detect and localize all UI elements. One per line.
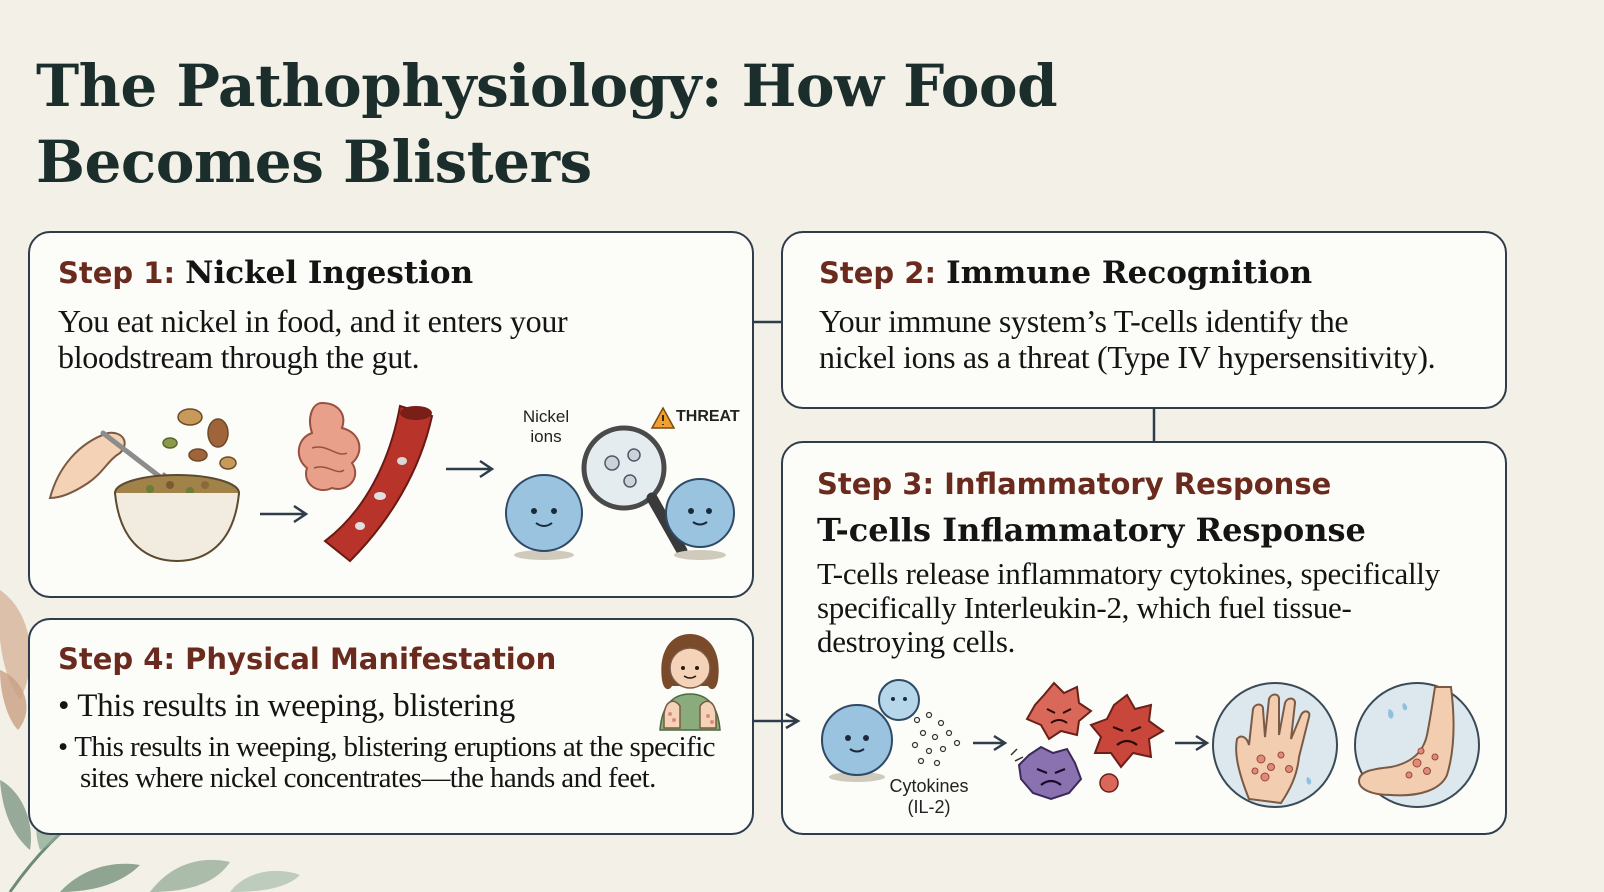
bullet-dot: • — [58, 731, 74, 763]
cytokines-label-line-1: Cytokines — [889, 776, 968, 796]
step-2-body-line-1: Your immune system’s T-cells identify th… — [819, 303, 1348, 339]
step-3-body: T-cells release inflammatory cytokines, … — [817, 557, 1440, 659]
title-line-1: The Pathophysiology: How Food — [36, 48, 1057, 124]
step-1-body: You eat nickel in food, and it enters yo… — [58, 303, 567, 375]
cytokines-label-line-2: (IL-2) — [907, 797, 950, 817]
step-2-label: Step 2: — [819, 256, 936, 290]
t-cell-icon — [660, 465, 740, 561]
step-1-card: Step 1: Nickel Ingestion You eat nickel … — [28, 231, 754, 598]
arrow-right-icon — [1173, 733, 1211, 753]
hand-blisters-icon — [1209, 679, 1341, 811]
girl-icon — [650, 630, 730, 730]
angry-cell-icon — [1009, 675, 1174, 810]
step-4-bullet-2-line-2: sites where nickel concentrates—the hand… — [58, 762, 656, 794]
step-2-body: Your immune system’s T-cells identify th… — [819, 303, 1435, 375]
step-3-body-line-3: destroying cells. — [817, 624, 1015, 659]
title-line-2: Becomes Blisters — [36, 124, 1057, 200]
t-cell-icon — [817, 675, 967, 790]
nickel-label-line-1: Nickel — [523, 407, 569, 426]
step-1-label: Step 1: — [58, 256, 175, 290]
foot-blisters-icon — [1351, 679, 1483, 811]
step-4-bullet-1-text: This results in weeping, blistering — [77, 688, 515, 724]
arrow-right-icon — [754, 711, 802, 731]
step-1-heading: Nickel Ingestion — [185, 255, 473, 291]
page-title: The Pathophysiology: How Food Becomes Bl… — [36, 48, 1057, 200]
step-4-label: Step 4: Physical Manifestation — [58, 642, 556, 676]
cytokines-label: Cytokines (IL-2) — [879, 776, 979, 817]
bullet-dot: • — [58, 688, 77, 724]
step-4-bullet-1: • This results in weeping, blistering — [58, 687, 515, 725]
step-1-title: Step 1: Nickel Ingestion — [58, 255, 473, 291]
nickel-label-line-2: ions — [530, 427, 561, 446]
step-4-bullet-2: • This results in weeping, blistering er… — [58, 732, 715, 794]
step-3-subheading: T-cells Inflammatory Response — [817, 511, 1366, 549]
step-2-heading: Immune Recognition — [946, 255, 1312, 291]
step-1-body-line-2: bloodstream through the gut. — [58, 339, 419, 375]
step-2-body-line-2: nickel ions as a threat (Type IV hyperse… — [819, 339, 1435, 375]
step-4-card: Step 4: Physical Manifestation • This re… — [28, 618, 754, 835]
blood-vessel-icon — [320, 401, 440, 566]
arrow-right-icon — [444, 458, 496, 480]
nuts-icon — [150, 405, 245, 480]
step-3-card: Step 3: Inflammatory Response T-cells In… — [781, 441, 1507, 835]
arrow-right-icon — [258, 503, 310, 525]
step-4-bullet-2-line-1: This results in weeping, blistering erup… — [74, 731, 715, 763]
step-3-body-line-2: specifically Interleukin-2, which fuel t… — [817, 590, 1352, 625]
step-3-body-line-1: T-cells release inflammatory cytokines, … — [817, 556, 1440, 591]
arrow-right-icon — [971, 733, 1009, 753]
step-2-title: Step 2: Immune Recognition — [819, 255, 1312, 291]
food-bowl-icon — [110, 471, 245, 566]
step-2-card: Step 2: Immune Recognition Your immune s… — [781, 231, 1507, 409]
step-1-body-line-1: You eat nickel in food, and it enters yo… — [58, 303, 567, 339]
step-3-label: Step 3: Inflammatory Response — [817, 467, 1331, 501]
